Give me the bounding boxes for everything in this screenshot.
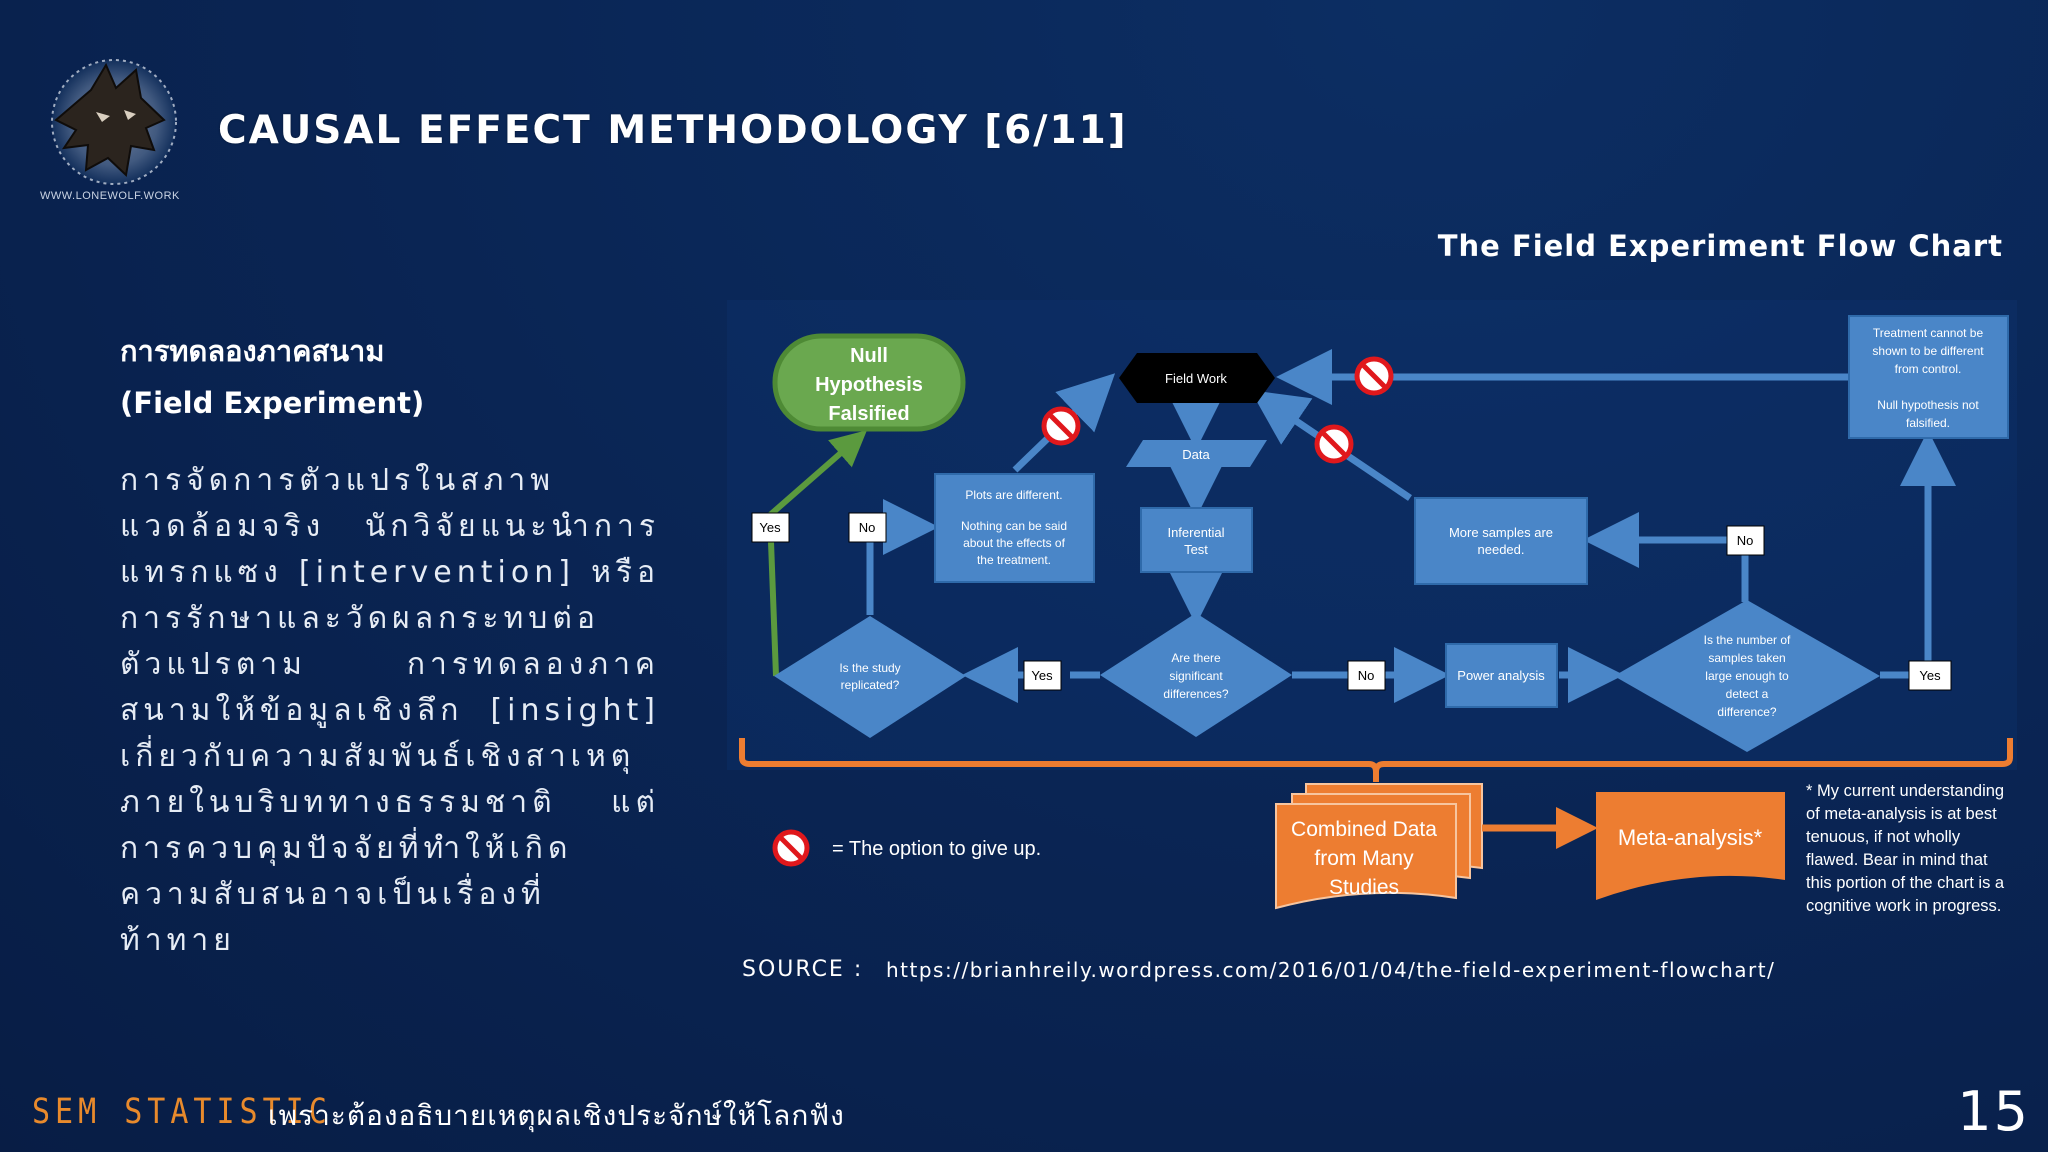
svg-text:differences?: differences? [1163, 687, 1228, 701]
svg-text:No: No [1358, 668, 1375, 683]
data-node: Data [1126, 440, 1267, 467]
replicated-decision: Is the study replicated? [774, 616, 966, 738]
svg-text:Inferential: Inferential [1167, 525, 1224, 540]
source-label: SOURCE : [742, 957, 864, 982]
svg-text:this portion of the chart is a: this portion of the chart is a [1806, 874, 2005, 892]
svg-text:= The option to give up.: = The option to give up. [832, 838, 1041, 860]
significant-decision: Are there significant differences? [1100, 613, 1292, 737]
section-heading-english: (Field Experiment) [120, 386, 425, 420]
svg-text:Is the study: Is the study [839, 661, 900, 675]
yes-label-replicated: Yes [751, 512, 790, 543]
footer-brand: SEM STATISTIC [32, 1092, 332, 1133]
svg-text:Yes: Yes [1031, 668, 1053, 683]
branch-labels: Yes No Yes No No Yes [751, 512, 1952, 691]
svg-text:detect a: detect a [1726, 687, 1769, 701]
combined-data-node: Combined Data from Many Studies [1275, 783, 1483, 910]
svg-text:replicated?: replicated? [841, 678, 900, 692]
no-label-samples: No [1726, 525, 1765, 556]
more-samples-node: More samples are needed. [1414, 497, 1588, 585]
give-up-sign [1354, 356, 1394, 396]
svg-text:More samples are: More samples are [1449, 525, 1553, 540]
give-up-sign [1041, 406, 1081, 446]
svg-text:No: No [859, 520, 876, 535]
svg-text:Are there: Are there [1171, 651, 1221, 665]
description-paragraph: การจัดการตัวแปรในสภาพแวดล้อมจริง นักวิจั… [120, 463, 660, 958]
power-analysis-node: Power analysis [1445, 643, 1558, 708]
svg-text:of meta-analysis is at best: of meta-analysis is at best [1806, 805, 1997, 823]
svg-text:tenuous, if not wholly: tenuous, if not wholly [1806, 828, 1961, 846]
svg-text:the treatment.: the treatment. [977, 553, 1051, 567]
svg-text:Falsified: Falsified [828, 403, 909, 425]
meta-analysis-note: * My current understanding of meta-analy… [1806, 782, 2005, 915]
svg-text:difference?: difference? [1717, 705, 1776, 719]
samples-enough-decision: Is the number of samples taken large eno… [1614, 600, 1880, 752]
svg-text:Null: Null [850, 345, 888, 367]
svg-text:needed.: needed. [1478, 542, 1525, 557]
svg-text:falsified.: falsified. [1906, 416, 1950, 430]
svg-text:Combined Data: Combined Data [1291, 818, 1437, 841]
yes-label-significant: Yes [1023, 660, 1062, 691]
svg-text:Null hypothesis not: Null hypothesis not [1877, 398, 1979, 412]
give-up-legend-icon [772, 829, 810, 867]
no-label-replicated: No [848, 512, 887, 543]
svg-text:cognitive work in progress.: cognitive work in progress. [1806, 897, 2001, 915]
svg-text:from control.: from control. [1895, 362, 1962, 376]
svg-text:large enough to: large enough to [1705, 669, 1789, 683]
null-hypothesis-node: Null Hypothesis Falsified [772, 333, 966, 432]
svg-text:No: No [1737, 533, 1754, 548]
svg-text:Test: Test [1184, 542, 1208, 557]
yes-label-samples: Yes [1908, 660, 1952, 691]
svg-text:Hypothesis: Hypothesis [815, 374, 923, 396]
svg-text:from Many: from Many [1314, 847, 1414, 870]
svg-text:Nothing can be said: Nothing can be said [961, 519, 1067, 533]
section-heading: การทดลองภาคสนาม (Field Experiment) [120, 325, 424, 429]
footer-tagline: เพราะต้องอธิบายเหตุผลเชิงประจักษ์ให้โลกฟ… [268, 1099, 845, 1132]
svg-text:flawed. Bear in mind that: flawed. Bear in mind that [1806, 851, 1988, 869]
svg-text:Power analysis: Power analysis [1457, 668, 1545, 683]
svg-text:about the effects of: about the effects of [963, 536, 1066, 550]
meta-analysis-node: Meta-analysis* [1596, 792, 1785, 900]
page-number: 15 [1957, 1080, 2030, 1143]
svg-text:Yes: Yes [1919, 668, 1941, 683]
treatment-cannot-node: Treatment cannot be shown to be differen… [1848, 315, 2009, 439]
orange-brace [739, 738, 2013, 782]
inferential-test-node: Inferential Test [1140, 507, 1253, 573]
source-link[interactable]: https://brianhreily.wordpress.com/2016/0… [886, 958, 1776, 982]
svg-text:Yes: Yes [759, 520, 781, 535]
give-up-sign [1314, 424, 1354, 464]
svg-text:Field Work: Field Work [1165, 371, 1227, 386]
no-label-significant: No [1347, 660, 1386, 691]
svg-text:significant: significant [1169, 669, 1223, 683]
svg-text:Plots are different.: Plots are different. [965, 488, 1062, 502]
lonewolf-logo [51, 59, 177, 185]
svg-text:Studies: Studies [1329, 876, 1399, 899]
svg-text:samples taken: samples taken [1708, 651, 1785, 665]
field-work-node: Field Work [1119, 353, 1275, 403]
give-up-legend: = The option to give up. [772, 829, 1041, 867]
section-heading-thai: การทดลองภาคสนาม [120, 334, 385, 368]
plots-different-node: Plots are different. Nothing can be said… [934, 473, 1095, 583]
svg-text:Data: Data [1182, 447, 1210, 462]
logo-url: WWW.LONEWOLF.WORK [40, 190, 180, 202]
chart-title: The Field Experiment Flow Chart [1437, 229, 2003, 263]
svg-text:Treatment cannot be: Treatment cannot be [1873, 326, 1984, 340]
page-title: CAUSAL EFFECT METHODOLOGY [6/11] [218, 108, 1128, 153]
svg-text:Meta-analysis*: Meta-analysis* [1618, 825, 1763, 850]
svg-text:shown to be different: shown to be different [1872, 344, 1984, 358]
svg-text:Is the number of: Is the number of [1704, 633, 1791, 647]
svg-text:* My current understanding: * My current understanding [1806, 782, 2004, 800]
